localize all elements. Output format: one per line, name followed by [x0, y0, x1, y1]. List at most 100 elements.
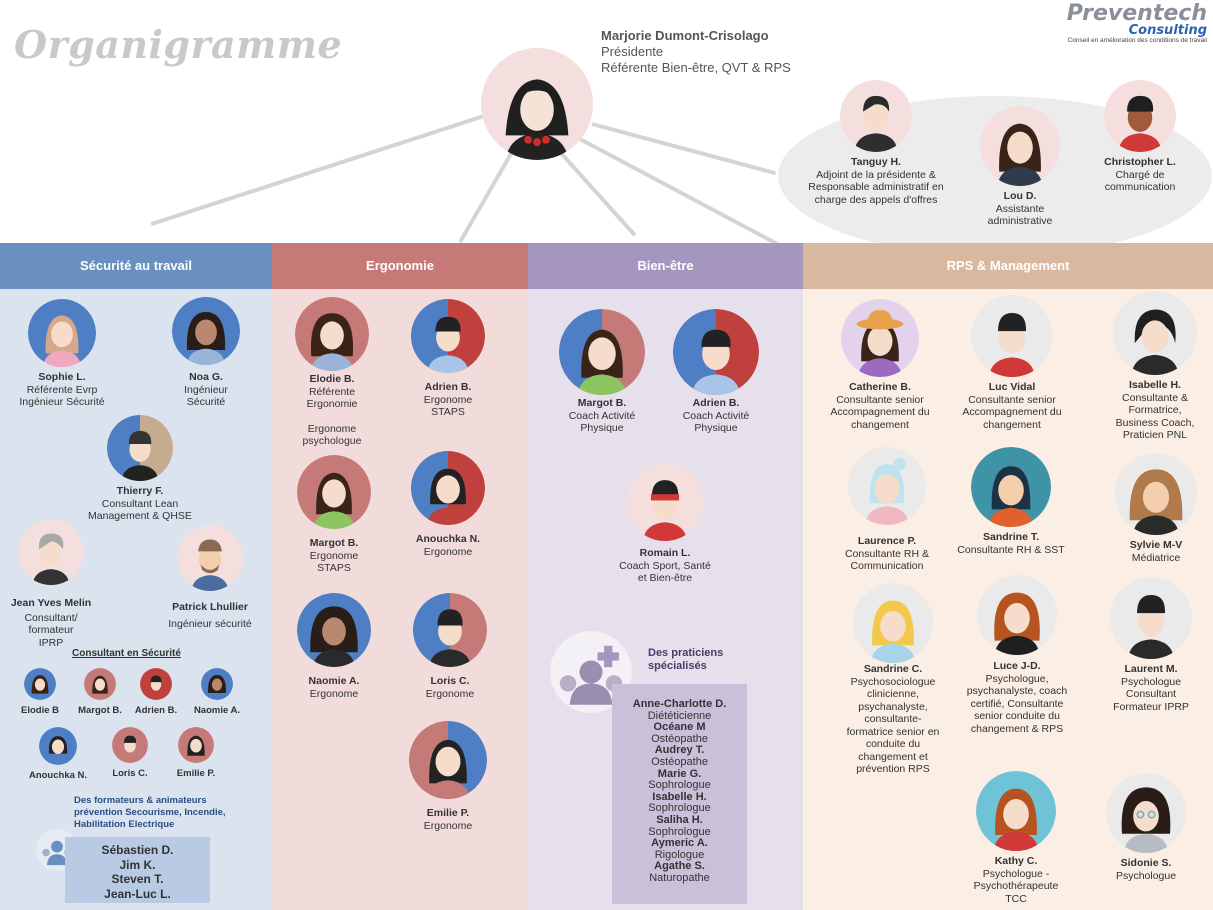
avatar: [1106, 773, 1186, 853]
person-card: Noa G. Ingénieur Sécurité: [166, 297, 246, 409]
trainer-name: Sébastien D.: [101, 843, 174, 857]
person-icon: [840, 80, 912, 152]
person-icon: [409, 721, 487, 799]
practitioner-name: Audrey T.: [654, 744, 705, 757]
avatar: [559, 309, 645, 395]
person-role: Ergonome STAPS: [423, 393, 473, 419]
avatar: [1104, 80, 1176, 152]
person-card: Laurence P. Consultante RH & Communicati…: [829, 447, 945, 573]
practitioner-name: Saliha H.: [656, 813, 703, 826]
person-card: Sidonie S. Psychologue: [1093, 773, 1199, 882]
person-name: Catherine B.: [849, 381, 911, 393]
person-name: Lou D.: [1003, 190, 1037, 202]
person-icon: [971, 447, 1051, 527]
person-name: Anouchka N.: [415, 533, 481, 545]
avatar: [481, 48, 593, 160]
person-name: Margot B.: [309, 537, 359, 549]
avatar: [297, 455, 371, 529]
column-header: Sécurité au travail: [0, 243, 272, 289]
person-card: Kathy C. Psychologue - Psychothérapeute …: [961, 771, 1071, 905]
column-header: Bien-être: [528, 243, 803, 289]
practitioner-name: Aymeric A.: [651, 837, 708, 850]
connector-line: [577, 136, 800, 258]
person-icon: [39, 727, 77, 765]
practitioner-role: Naturopathe: [649, 871, 710, 884]
person-name: Romain L.: [639, 547, 691, 559]
person-role-extra: Ergonome psychologue: [302, 422, 362, 448]
person-name: Naomie A.: [308, 675, 360, 687]
person-card: Adrien B. Ergonome STAPS: [408, 299, 488, 419]
avatar: [980, 106, 1060, 186]
trainer-name: Jean-Luc L.: [104, 886, 171, 901]
person-icon: [24, 668, 56, 700]
practitioner-name: Marie G.: [657, 767, 702, 780]
person-card: Patrick Lhullier Ingénieur sécurité: [158, 525, 262, 630]
person-role: Consultante senior Accompagnement du cha…: [962, 393, 1062, 431]
avatar: [840, 80, 912, 152]
consultant-mini: Anouchka N.: [22, 727, 94, 783]
person-card: Jean Yves Melin Consultant/ formateur IP…: [4, 519, 98, 649]
person-card: Luce J-D. Psychologue, psychanalyste, co…: [957, 575, 1077, 735]
practitioners-group-icon: [550, 631, 632, 713]
avatar: [971, 295, 1053, 377]
connector-line: [458, 151, 514, 244]
person-role: Psychologue Consultant Formateur IPRP: [1113, 675, 1189, 713]
consultant-mini: Elodie B: [14, 668, 66, 718]
logo-main-text: Preventech: [1066, 1, 1207, 26]
consultant-mini: Adrien B.: [130, 668, 182, 718]
person-name: Noa G.: [189, 371, 223, 383]
consultant-mini: Emilie P.: [170, 727, 222, 781]
trainer-name: Jim K.: [119, 857, 156, 872]
practitioners-label-text: Des praticiens spécialisés: [648, 647, 724, 672]
person-role: Chargé de communication: [1104, 168, 1176, 194]
consultant-mini: Naomie A.: [186, 668, 248, 718]
person-name: Adrien B.: [424, 381, 472, 393]
person-name: Luc Vidal: [988, 381, 1036, 393]
person-role: Assistante administrative: [987, 202, 1053, 228]
person-role: Psychologue - Psychothérapeute TCC: [973, 867, 1059, 905]
person-name: Kathy C.: [994, 855, 1038, 867]
person-card: Catherine B. Consultante senior Accompag…: [823, 299, 937, 431]
practitioner-role: Ostéopathe: [651, 755, 708, 768]
practitioners-label: Des praticiens spécialisés: [648, 647, 732, 673]
person-role: Consultante RH & SST: [957, 543, 1065, 556]
person-icon: [18, 519, 84, 585]
column-rps: RPS & Management Catherine B. Consultant…: [803, 243, 1213, 910]
person-icon: [1113, 291, 1197, 375]
president-name: Marjorie Dumont-Crisolago: [601, 28, 769, 43]
trainer-name: Steven T.: [111, 872, 164, 886]
column-securite: Sécurité au travail Sophie L. Référente …: [0, 243, 272, 910]
staff-card-tanguy: Tanguy H. Adjoint de la présidente & Res…: [796, 80, 956, 206]
person-name: Isabelle H.: [1129, 379, 1181, 391]
practitioner-name: Agathe S.: [654, 860, 705, 873]
person-card: Elodie B. Référente Ergonomie Ergonome p…: [286, 297, 378, 448]
person-icon: [411, 451, 485, 525]
person-icon: [977, 575, 1057, 655]
president-role: Présidente: [601, 44, 664, 59]
avatar: [295, 297, 369, 371]
person-role: Ergonome: [309, 687, 359, 700]
practitioner-role: Sophrologue: [648, 825, 711, 838]
avatar: [413, 593, 487, 667]
avatar: [971, 447, 1051, 527]
person-name: Elodie B.: [309, 373, 355, 385]
person-name: Margot B.: [577, 397, 627, 409]
practitioner-role: Ostéopathe: [651, 732, 708, 745]
person-name: Thierry F.: [116, 485, 164, 497]
person-role: Psychologue, psychanalyste, coach certif…: [966, 672, 1068, 735]
person-role: Ergonome: [423, 545, 473, 558]
person-icon: [140, 668, 172, 700]
avatar: [976, 771, 1056, 851]
avatar: [550, 631, 632, 713]
president-card: [479, 48, 595, 160]
trainers-label: Des formateurs & animateurs prévention S…: [74, 795, 226, 830]
avatar: [626, 463, 704, 541]
person-card: Thierry F. Consultant Lean Management & …: [78, 415, 202, 523]
avatar: [841, 299, 919, 377]
person-card: Sandrine T. Consultante RH & SST: [953, 447, 1069, 556]
person-role: Consultante RH & Communication: [844, 547, 930, 573]
person-role: Référente Evrp Ingénieur Sécurité: [19, 383, 105, 409]
person-card: Margot B. Ergonome STAPS: [292, 455, 376, 575]
logo-sub-text: Consulting: [1128, 23, 1207, 38]
